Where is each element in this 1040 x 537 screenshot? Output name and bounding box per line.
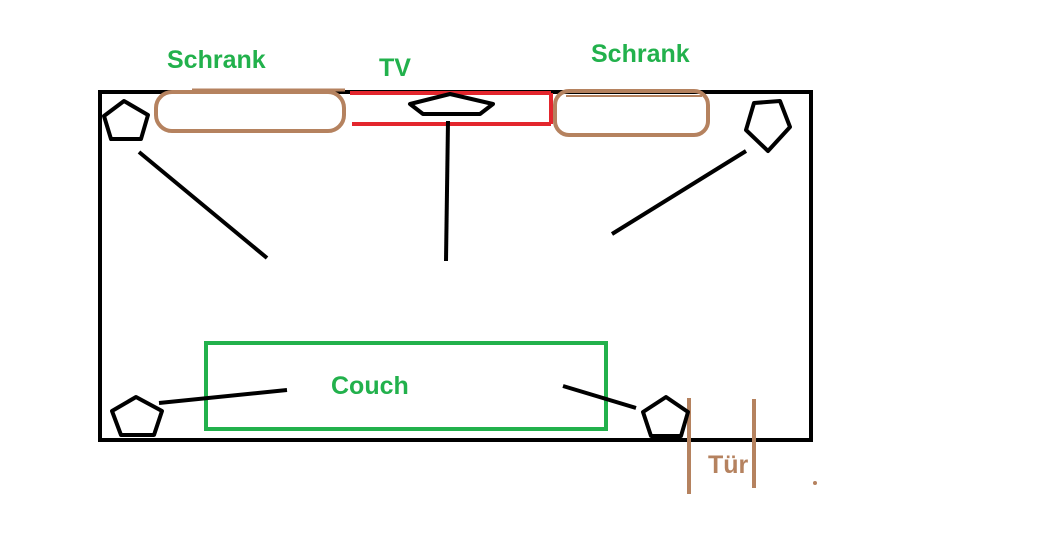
direction-line-top-center bbox=[444, 120, 450, 262]
cabinet-right bbox=[553, 89, 710, 137]
direction-line-bottom-right bbox=[562, 384, 637, 410]
direction-line-top-right bbox=[610, 149, 748, 236]
couch-label: Couch bbox=[331, 372, 409, 400]
pentagon-speaker-icon bbox=[641, 395, 690, 438]
couch bbox=[204, 341, 608, 431]
direction-line-top-left bbox=[137, 150, 269, 260]
cabinet-right-outline bbox=[553, 89, 710, 137]
speaker-top-right bbox=[744, 99, 792, 153]
cabinet-left-label: Schrank bbox=[167, 46, 266, 74]
cabinet-left bbox=[154, 88, 346, 133]
tv-label: TV bbox=[379, 54, 411, 82]
door-label: Tür bbox=[708, 451, 749, 479]
speaker-top-center bbox=[408, 92, 495, 116]
speaker-bottom-right bbox=[641, 395, 690, 438]
direction-line-bottom-left bbox=[158, 388, 288, 405]
stray-dot bbox=[813, 481, 817, 485]
cabinet-right-label: Schrank bbox=[591, 40, 690, 68]
pentagon-speaker-icon bbox=[408, 92, 495, 116]
speaker-direction-lines bbox=[137, 120, 748, 410]
speaker-bottom-left bbox=[110, 395, 164, 437]
pentagon-speaker-icon bbox=[102, 99, 150, 141]
pentagon-speaker-icon bbox=[744, 99, 792, 153]
door bbox=[687, 398, 756, 494]
pentagon-speaker-icon bbox=[110, 395, 164, 437]
speaker-top-left bbox=[102, 99, 150, 141]
cabinet-left-outline bbox=[154, 90, 346, 133]
